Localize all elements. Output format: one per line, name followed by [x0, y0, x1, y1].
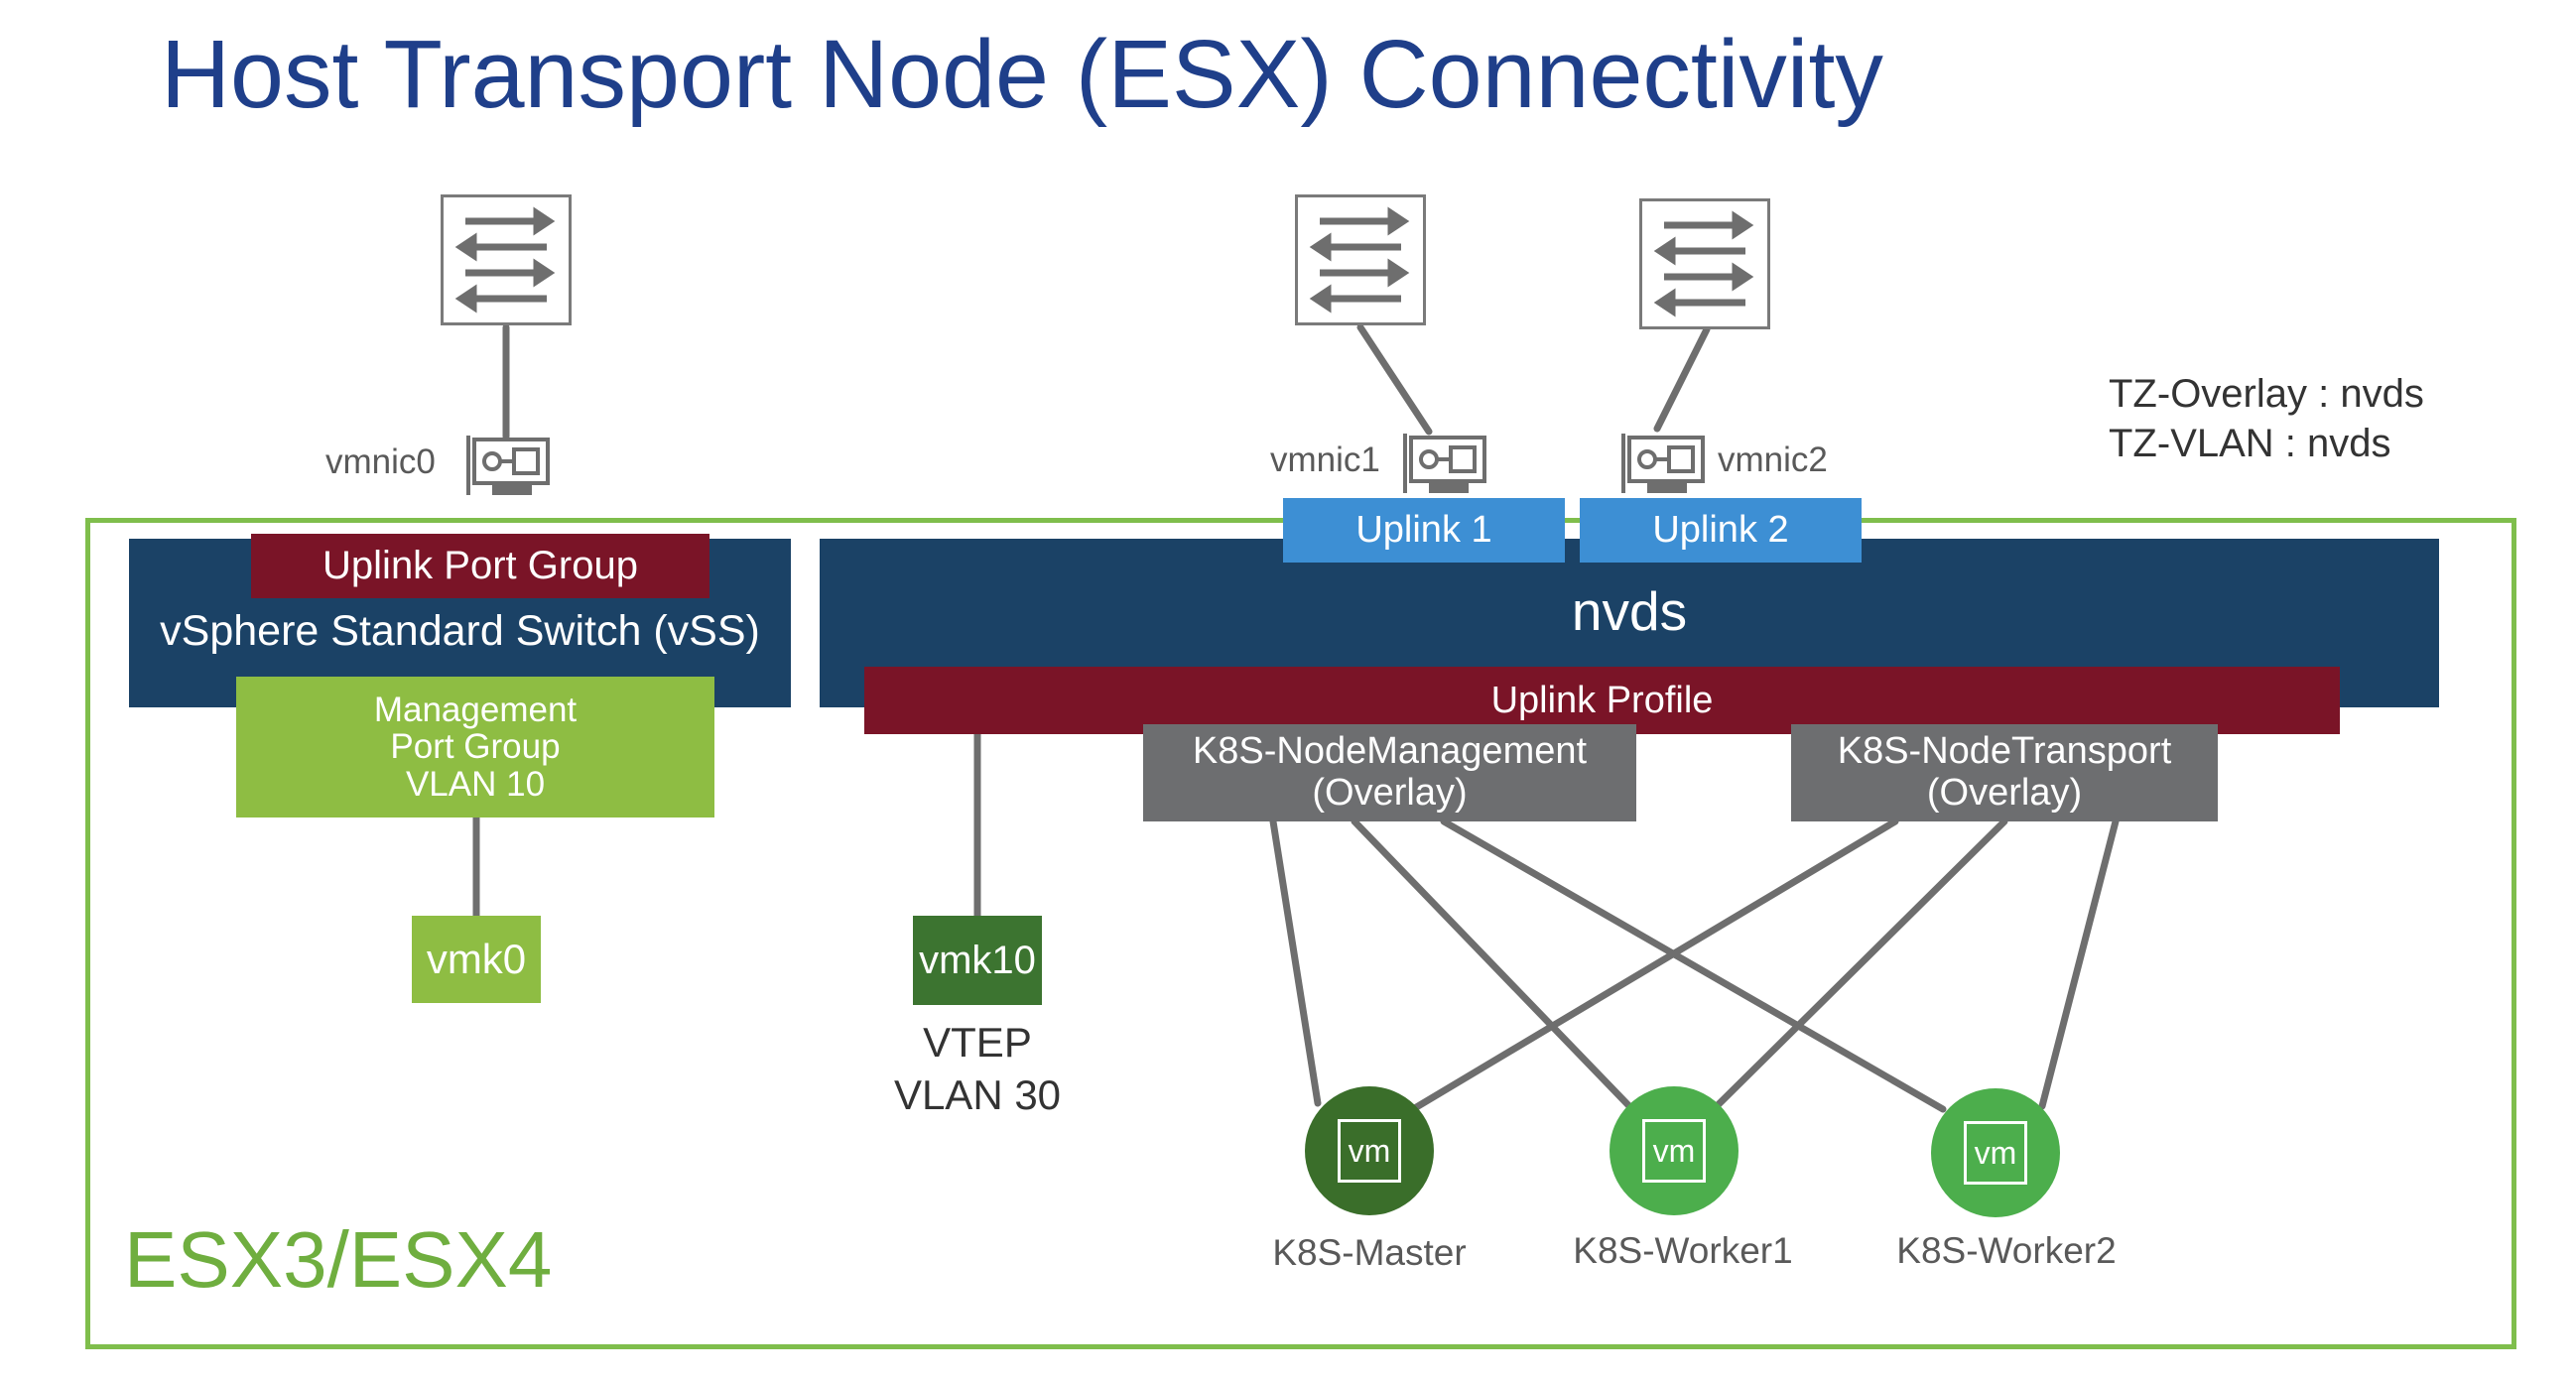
- nic-card-icon: [1619, 432, 1707, 502]
- vtep-line: VLAN 30: [893, 1070, 1062, 1118]
- segment-node-transport: K8S-NodeTransport (Overlay): [1791, 724, 2218, 821]
- segment-name: K8S-NodeManagement: [1192, 730, 1588, 773]
- link-transseg-worker1: [1713, 817, 2008, 1110]
- vm-k8s-worker2: vm: [1931, 1088, 2060, 1217]
- vm-name-label: K8S-Worker2: [1896, 1230, 2117, 1271]
- nvds-switch-label: nvds: [1571, 580, 1688, 642]
- link-mgmtseg-worker2: [1440, 817, 1947, 1113]
- vm-icon: vm: [1964, 1121, 2027, 1185]
- management-port-group: Management Port Group VLAN 10: [236, 677, 714, 817]
- uplink-port-group: Uplink Port Group: [251, 534, 709, 598]
- segment-type: (Overlay): [1926, 772, 2083, 814]
- vmnic1-label: vmnic1: [1270, 440, 1380, 479]
- nic-card-icon: [1401, 432, 1488, 502]
- vm-k8s-worker1: vm: [1610, 1086, 1739, 1215]
- link-switch2-vmnic2: [1653, 325, 1711, 433]
- segment-node-management: K8S-NodeManagement (Overlay): [1143, 724, 1636, 821]
- uplink-2: Uplink 2: [1580, 498, 1862, 563]
- link-mgmtseg-worker1: [1351, 817, 1633, 1110]
- mgmt-pg-line: VLAN 10: [405, 764, 546, 804]
- mgmt-pg-line: Port Group: [390, 727, 561, 767]
- link-mgmtseg-master: [1269, 817, 1322, 1107]
- uplink-profile: Uplink Profile: [864, 667, 2340, 734]
- mgmt-pg-line: Management: [373, 690, 578, 729]
- nic-card-icon: [464, 434, 552, 504]
- transport-zone-legend: TZ-Overlay : nvds TZ-VLAN : nvds: [2109, 369, 2424, 468]
- vm-k8s-master: vm: [1305, 1086, 1434, 1215]
- link-switch1-vmnic1: [1356, 323, 1433, 436]
- physical-switch-icon: [1639, 198, 1770, 329]
- link-transseg-worker2: [2038, 817, 2120, 1110]
- vm-name-label: K8S-Master: [1272, 1232, 1467, 1273]
- physical-switch-icon: [441, 194, 572, 325]
- vtep-line: VTEP: [923, 1019, 1032, 1066]
- tz-overlay-label: TZ-Overlay : nvds: [2109, 372, 2424, 416]
- vm-name-label: K8S-Worker1: [1573, 1230, 1793, 1271]
- vmk10-interface: vmk10: [913, 916, 1042, 1005]
- link-transseg-master: [1409, 817, 1899, 1113]
- vm-icon: vm: [1642, 1119, 1706, 1183]
- physical-switch-icon: [1295, 194, 1426, 325]
- esx-host-label: ESX3/ESX4: [124, 1215, 553, 1304]
- segment-type: (Overlay): [1312, 772, 1468, 814]
- vmnic0-label: vmnic0: [325, 442, 436, 481]
- segment-name: K8S-NodeTransport: [1837, 730, 2172, 773]
- vtep-label: VTEP VLAN 30: [853, 1017, 1101, 1121]
- tz-vlan-label: TZ-VLAN : nvds: [2109, 422, 2391, 465]
- uplink-1: Uplink 1: [1283, 498, 1565, 563]
- vmk0-interface: vmk0: [412, 916, 541, 1003]
- vmnic2-label: vmnic2: [1718, 440, 1828, 479]
- vm-icon: vm: [1338, 1119, 1401, 1183]
- page-title: Host Transport Node (ESX) Connectivity: [161, 20, 1883, 128]
- vss-switch-label: vSphere Standard Switch (vSS): [160, 607, 760, 655]
